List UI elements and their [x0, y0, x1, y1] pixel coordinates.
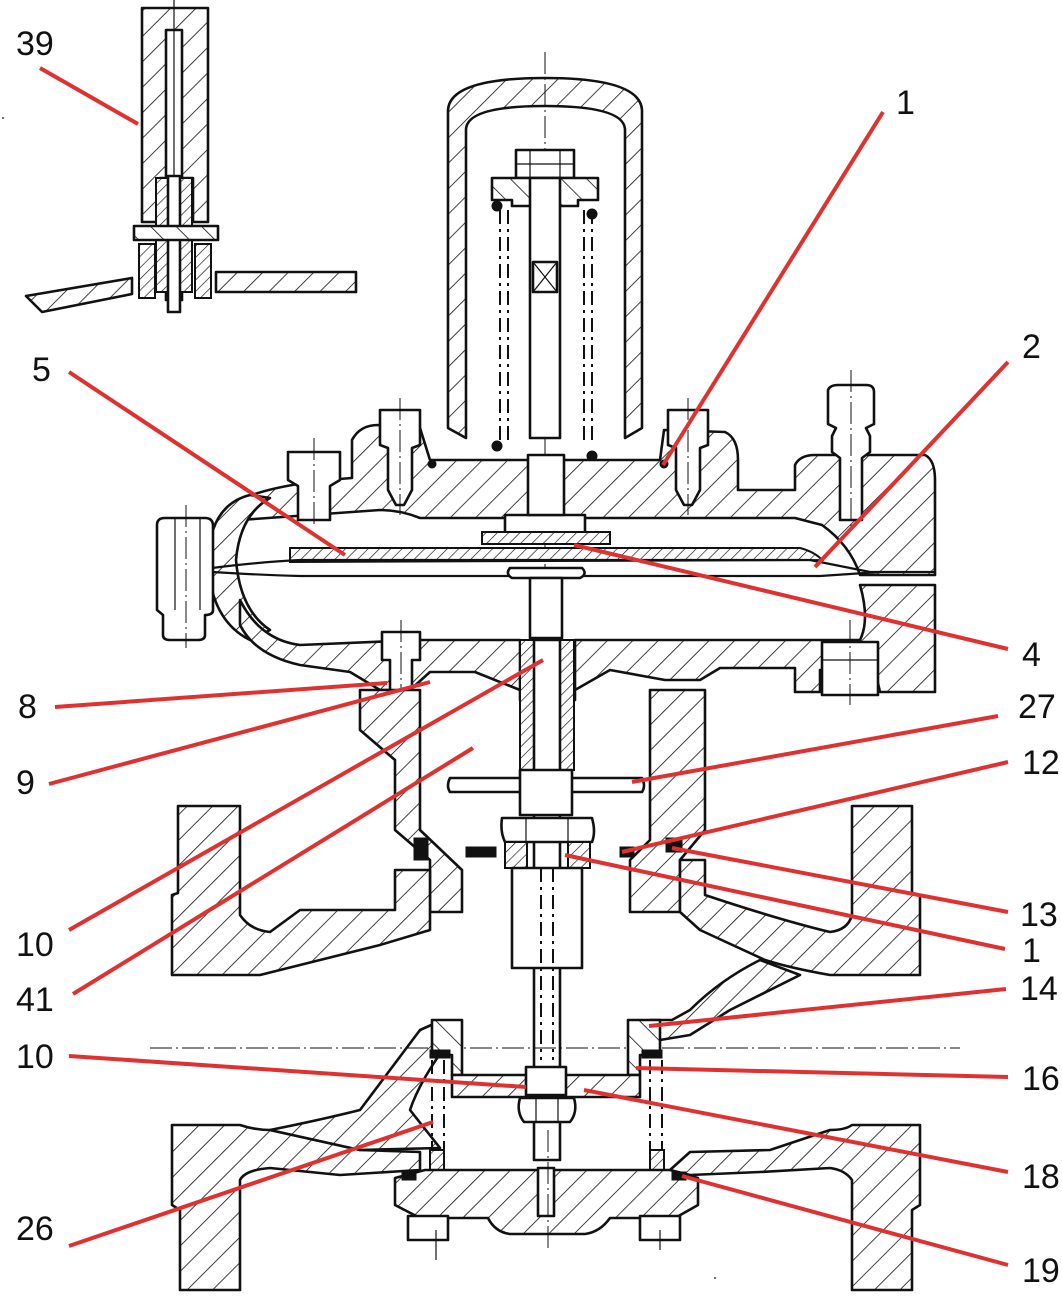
callout-16: 16 [635, 1060, 1060, 1098]
callout-8: 8 [18, 681, 388, 726]
callout-label-1-mid: 1 [1022, 932, 1041, 970]
pilot-fitting-detail [2, 0, 358, 314]
callouts: 39 1 2 5 4 8 27 9 [16, 25, 1060, 1290]
bottom-right-nut [820, 620, 880, 705]
callout-label-14: 14 [1020, 970, 1058, 1008]
callout-26: 26 [16, 1120, 434, 1248]
callout-9: 9 [16, 680, 431, 802]
callout-label-27: 27 [1018, 688, 1056, 726]
callout-label-13: 13 [1020, 896, 1058, 934]
vent-fitting [826, 370, 876, 530]
callout-14: 14 [648, 970, 1058, 1028]
callout-label-12: 12 [1022, 744, 1060, 782]
callout-label-9: 9 [16, 764, 35, 802]
callout-27: 27 [631, 688, 1056, 784]
callout-label-10-upper: 10 [16, 926, 54, 964]
callout-41: 41 [16, 746, 475, 1019]
side-nut-left [155, 505, 215, 648]
callout-label-8: 8 [18, 688, 37, 726]
spring-dome [446, 52, 644, 700]
callout-1-top: 1 [661, 84, 915, 467]
callout-label-2: 2 [1022, 328, 1041, 366]
callout-39: 39 [16, 25, 139, 126]
callout-4: 4 [573, 543, 1041, 674]
bottom-cover [393, 1130, 716, 1279]
callout-label-39: 39 [16, 25, 54, 63]
callout-label-5: 5 [32, 351, 51, 389]
valve-body [150, 804, 960, 1292]
callout-label-18: 18 [1022, 1158, 1060, 1196]
seat-disc-assembly [429, 1018, 665, 1175]
callout-10-lower: 10 [16, 1038, 527, 1089]
housing-bolt-left [378, 398, 422, 515]
bonnet [358, 638, 707, 1162]
housing-bolt-far-left [286, 438, 342, 528]
callout-label-26: 26 [16, 1210, 54, 1248]
callout-5: 5 [32, 351, 347, 557]
callout-label-16: 16 [1022, 1060, 1060, 1098]
callout-label-41: 41 [16, 981, 54, 1019]
callout-2: 2 [813, 328, 1041, 569]
callout-label-1-top: 1 [896, 84, 915, 122]
diaphragm-assembly [155, 453, 935, 648]
lower-diaphragm-housing [238, 583, 937, 745]
callout-label-4: 4 [1022, 636, 1041, 674]
callout-12: 12 [621, 744, 1060, 854]
callout-13: 13 [671, 846, 1058, 934]
callout-label-19: 19 [1022, 1252, 1060, 1290]
callout-1-mid: 1 [564, 853, 1041, 970]
callout-label-10-lower: 10 [16, 1038, 54, 1076]
callout-18: 18 [583, 1088, 1060, 1196]
callout-19: 19 [681, 1174, 1060, 1290]
callout-10-upper: 10 [16, 658, 544, 964]
